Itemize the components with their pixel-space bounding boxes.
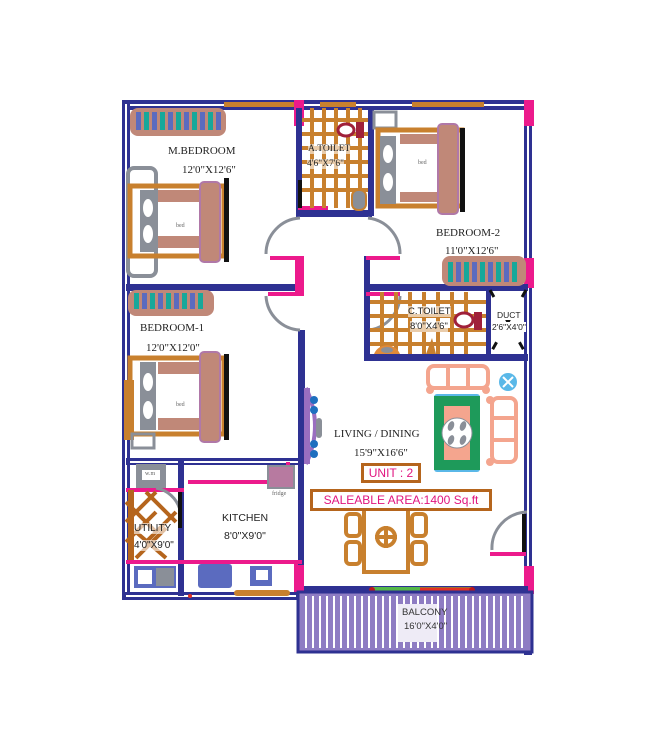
- room-name-kitchen: KITCHEN: [222, 512, 269, 524]
- bed-label-mbedroom: bed: [176, 223, 185, 229]
- room-name-ctoilet: C.TOILET: [408, 306, 451, 317]
- door-sill: [294, 566, 304, 592]
- window-toilet-top: [320, 102, 356, 107]
- wall-mbed-toilet: [296, 108, 302, 214]
- room-name-living: LIVING / DINING: [334, 428, 420, 440]
- room-name-balcony: BALCONY: [402, 607, 448, 618]
- room-size-ctoilet: 8'0"X4'6": [410, 321, 448, 332]
- wall-bed1-living: [298, 330, 305, 460]
- bed-label-bedroom1: bed: [176, 402, 185, 408]
- door-sill: [126, 560, 302, 564]
- room-name-mbedroom: M.BEDROOM: [168, 145, 236, 157]
- room-name-utility: UTILITY: [134, 523, 172, 534]
- wall-kitchen-living: [298, 460, 304, 565]
- room-name-duct: DUCT: [497, 310, 521, 320]
- wall-mbed-bed1: [126, 284, 304, 291]
- wall-ctoilet-bottom: [364, 354, 528, 361]
- wall-toilet-bottom: [296, 210, 372, 217]
- door-sill: [490, 552, 526, 556]
- wardrobe-mbedroom: [130, 108, 226, 136]
- room-size-atoilet: 4'6"X7'6": [307, 159, 345, 169]
- room-size-balcony: 16'0"X4'0": [404, 621, 448, 632]
- room-size-bedroom2: 11'0"X12'6": [445, 245, 499, 257]
- wardrobe-bedroom2: [442, 256, 526, 286]
- bed-mbedroom: [126, 166, 229, 278]
- room-name-bedroom2: BEDROOM-2: [436, 227, 501, 239]
- room-size-living: 15'9"X16'6": [354, 447, 408, 459]
- bed-bedroom1: [124, 351, 229, 450]
- room-size-duct: 2'6"X4'0": [492, 322, 526, 332]
- door-sill: [366, 256, 400, 260]
- window-bedroom2-top: [412, 102, 484, 107]
- bed-bedroom2: [372, 110, 465, 215]
- wall-ctoilet-left: [364, 256, 370, 360]
- wardrobe-bedroom1: [128, 290, 214, 316]
- unit-number-tag: UNIT : 2: [361, 463, 421, 483]
- wall-duct: [486, 288, 491, 356]
- kitchen-fixtures: [124, 464, 295, 596]
- saleable-area-tag: SALEABLE AREA:1400 Sq.ft: [310, 489, 492, 511]
- tv-unit: [304, 387, 322, 465]
- room-name-bedroom1: BEDROOM-1: [140, 322, 205, 334]
- window-mbedroom-top: [224, 102, 294, 107]
- door-sill: [188, 480, 288, 484]
- door-sill: [270, 256, 304, 260]
- balcony-railing: [296, 590, 534, 654]
- room-size-bedroom1: 12'0"X12'0": [146, 342, 200, 354]
- bed-label-bedroom2: bed: [418, 160, 427, 166]
- room-name-atoilet: A.TOILET: [308, 144, 351, 154]
- column: [524, 258, 534, 288]
- fridge-label: fridge: [272, 491, 287, 497]
- door-sill: [268, 292, 304, 296]
- washing-machine-label: w.m: [145, 471, 156, 477]
- wall-toilet-bed2: [368, 108, 374, 216]
- dining-table: [344, 506, 428, 574]
- room-size-mbedroom: 12'0"X12'6": [182, 164, 236, 176]
- door-sill: [126, 488, 184, 492]
- sofa-set: [426, 364, 518, 472]
- door-sill: [295, 256, 304, 294]
- room-size-kitchen: 8'0"X9'0": [224, 530, 266, 542]
- column: [524, 100, 534, 126]
- wall-bed2-ctoilet: [366, 284, 528, 291]
- column: [524, 566, 534, 594]
- room-size-utility: 4'0"X9'0": [134, 540, 174, 551]
